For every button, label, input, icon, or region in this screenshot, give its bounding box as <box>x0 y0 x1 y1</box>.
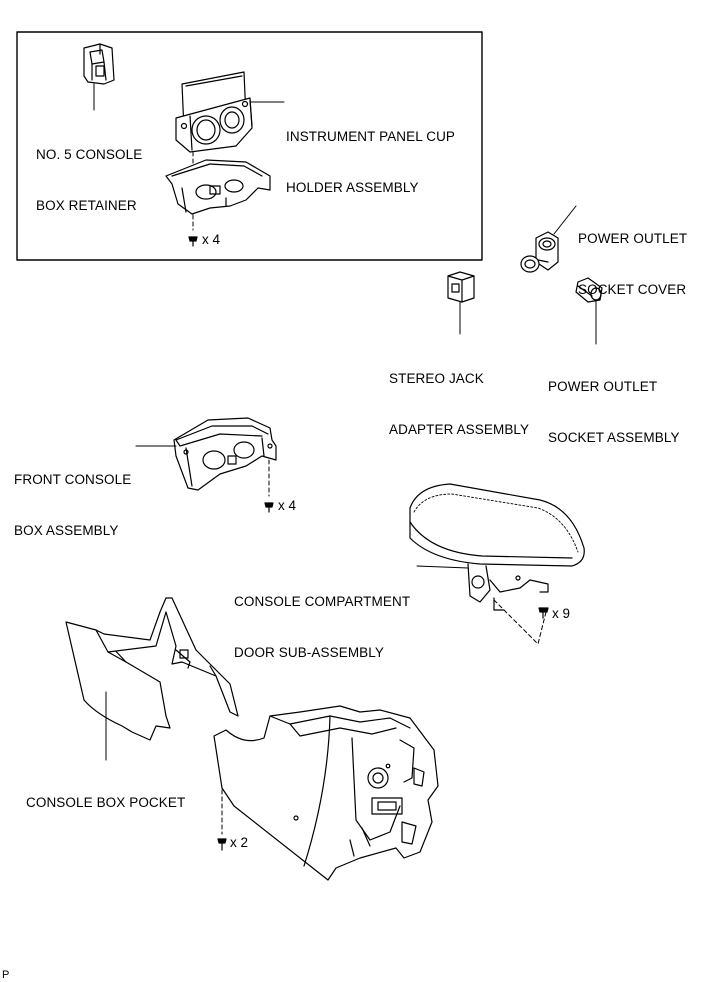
label-stereo-jack: STEREO JACK ADAPTER ASSEMBLY <box>389 336 529 455</box>
label-outlet-cover: POWER OUTLET SOCKET COVER <box>578 196 687 315</box>
label-line: FRONT CONSOLE <box>14 472 132 487</box>
qty-console-clips: x 2 <box>230 835 248 850</box>
label-line: DOOR SUB-ASSEMBLY <box>234 645 384 660</box>
qty-cup-holder-clips: x 4 <box>202 232 221 247</box>
label-line: CONSOLE COMPARTMENT <box>234 594 411 609</box>
console-box-pocket-part <box>65 597 239 761</box>
stereo-jack-part <box>447 271 475 335</box>
door-dash-lines <box>493 599 547 645</box>
inset-frame <box>16 31 483 261</box>
compartment-door-part <box>409 483 585 611</box>
label-line: SOCKET ASSEMBLY <box>548 430 680 445</box>
screw-icon <box>538 607 549 619</box>
label-line: SOCKET COVER <box>578 282 687 297</box>
label-line: NO. 5 CONSOLE <box>36 147 143 162</box>
outlet-cover-part <box>520 205 577 273</box>
cup-holder-bracket <box>165 159 271 215</box>
label-box-pocket: CONSOLE BOX POCKET <box>26 760 185 828</box>
label-line: POWER OUTLET <box>578 231 688 246</box>
label-compartment-door: CONSOLE COMPARTMENT DOOR SUB-ASSEMBLY <box>234 559 410 678</box>
label-line: STEREO JACK <box>389 371 484 386</box>
label-line: POWER OUTLET <box>548 379 658 394</box>
label-line: HOLDER ASSEMBLY <box>286 180 419 195</box>
clip-icon <box>188 236 198 247</box>
label-console-retainer: NO. 5 CONSOLE BOX RETAINER <box>36 112 142 231</box>
clip-icon <box>217 838 227 851</box>
label-outlet-socket: POWER OUTLET SOCKET ASSEMBLY <box>548 344 680 463</box>
outlet-socket-part <box>575 277 603 345</box>
qty-front-box-clips: x 4 <box>278 498 297 513</box>
label-line: BOX ASSEMBLY <box>14 523 119 538</box>
label-line: BOX RETAINER <box>36 198 137 213</box>
label-line: ADAPTER ASSEMBLY <box>389 422 530 437</box>
front-console-box-part <box>135 417 277 491</box>
console-retainer-part <box>83 43 115 111</box>
qty-door-screws: x 9 <box>552 606 570 621</box>
label-line: CONSOLE BOX POCKET <box>26 795 186 810</box>
label-front-console-box: FRONT CONSOLE BOX ASSEMBLY <box>14 437 131 556</box>
label-line: INSTRUMENT PANEL CUP <box>286 129 456 144</box>
label-cup-holder: INSTRUMENT PANEL CUP HOLDER ASSEMBLY <box>286 94 455 213</box>
clip-icon <box>264 502 274 513</box>
console-body-part <box>213 705 439 881</box>
cup-holder-part <box>175 71 285 153</box>
page-code: P <box>2 969 10 981</box>
